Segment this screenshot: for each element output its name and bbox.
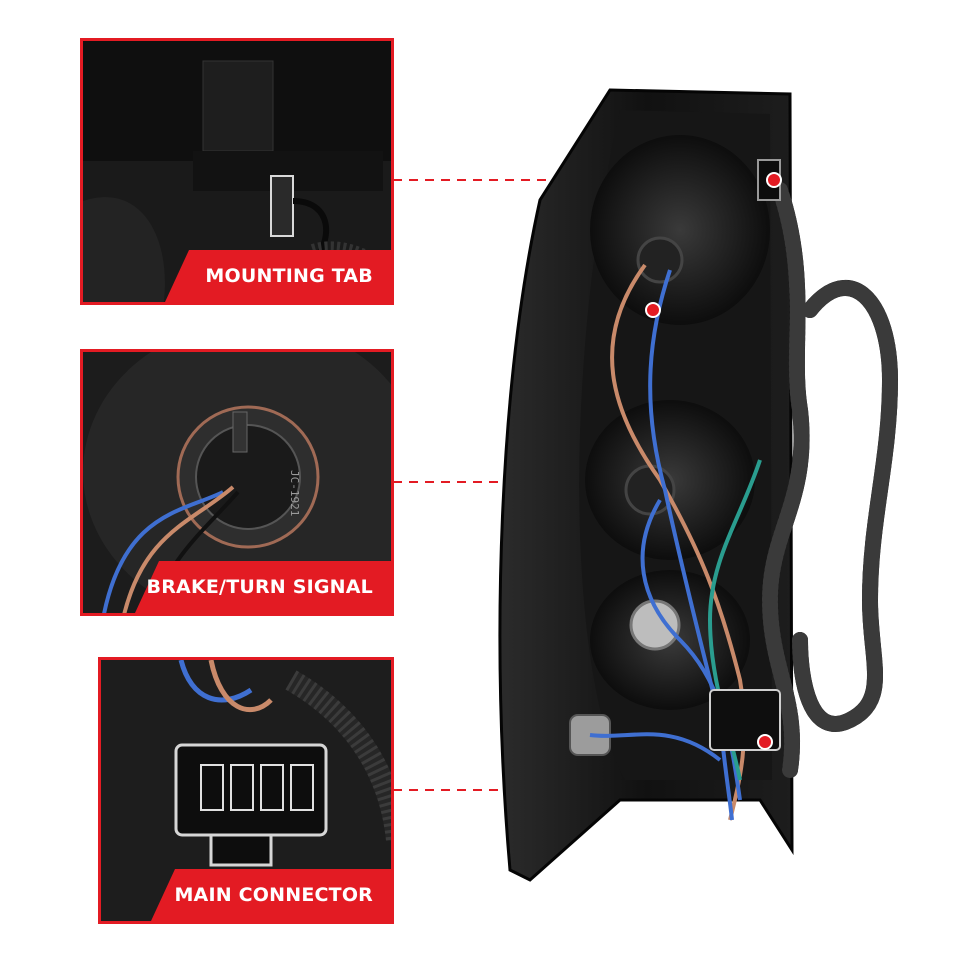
tail-light-rear-view	[498, 88, 899, 882]
callout-panel-main-connector: MAIN CONNECTOR	[98, 657, 394, 924]
wire-blue-3	[589, 732, 722, 762]
callout-panel-brake-turn: JC-1921 BRAKE/TURN SIGNAL	[80, 349, 394, 616]
callout-dot-main-connector	[757, 734, 773, 750]
callout-panel-mounting-tab: MOUNTING TAB	[80, 38, 394, 305]
label-main-connector: MAIN CONNECTOR	[151, 869, 391, 921]
reverse-bulb-socket	[629, 599, 681, 651]
label-brake-turn: BRAKE/TURN SIGNAL	[135, 561, 391, 613]
bulb-socket-marking: JC-1921	[288, 470, 301, 516]
label-mounting-tab: MOUNTING TAB	[165, 250, 391, 302]
wire-blue-1	[648, 269, 734, 821]
upper-bulb-bowl	[590, 135, 770, 325]
mounting-tab-closeup	[83, 41, 391, 302]
upper-bulb-socket	[636, 236, 684, 284]
callout-dot-mounting-tab	[766, 172, 782, 188]
callout-dot-brake-turn	[645, 302, 661, 318]
